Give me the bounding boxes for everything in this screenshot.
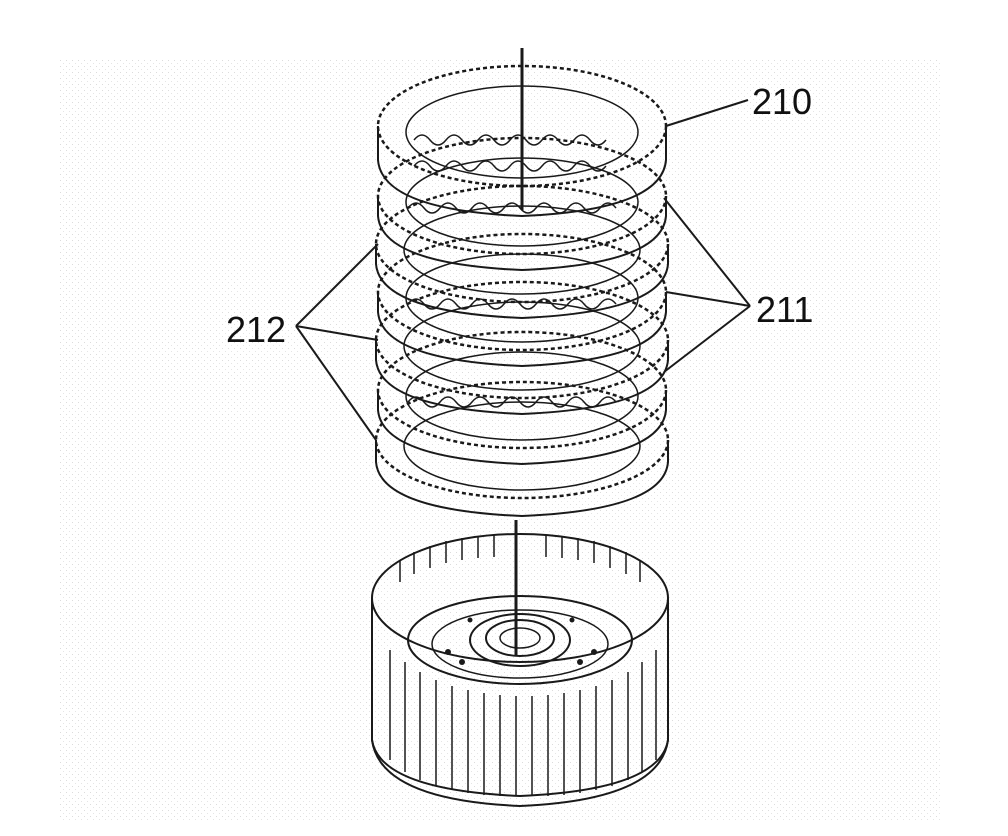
label-210: 210 <box>752 81 812 122</box>
label-212: 212 <box>226 309 286 350</box>
leaders-212 <box>295 243 379 441</box>
clutch-drum-hub <box>371 533 669 808</box>
label-211: 211 <box>756 289 813 330</box>
drum-splines <box>389 650 657 796</box>
clutch-plate <box>374 280 670 416</box>
leader-210 <box>665 99 749 127</box>
clutch-plate <box>374 380 670 518</box>
drum-top-teeth <box>399 535 641 582</box>
leaders-211 <box>663 197 751 373</box>
